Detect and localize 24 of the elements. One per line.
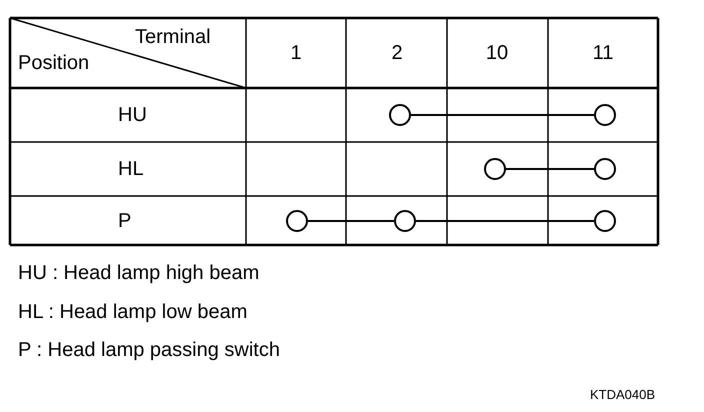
- column-number: 10: [486, 42, 508, 64]
- terminal-circle: [286, 210, 308, 232]
- legend-text: HU : Head lamp high beam: [18, 262, 260, 284]
- row-label: P: [118, 210, 132, 232]
- column-number: 11: [592, 42, 614, 64]
- legend-text: P : Head lamp passing switch: [18, 339, 280, 361]
- column-header: Terminal: [135, 26, 211, 48]
- terminal-circle: [594, 210, 616, 232]
- figure-code: KTDA040B: [590, 386, 656, 404]
- terminal-circle: [484, 158, 506, 180]
- terminal-circle: [594, 104, 616, 126]
- row-header: Position: [18, 52, 90, 74]
- connection-line: [411, 114, 594, 116]
- row-label: HU: [118, 104, 147, 126]
- column-number: 1: [290, 42, 302, 64]
- connection-line: [308, 220, 394, 222]
- column-number: 2: [391, 42, 403, 64]
- terminal-circle: [389, 104, 411, 126]
- connection-line: [416, 220, 594, 222]
- row-label: HL: [118, 158, 144, 180]
- terminal-circle: [394, 210, 416, 232]
- legend-text: HL : Head lamp low beam: [18, 301, 248, 323]
- connection-line: [506, 168, 594, 170]
- terminal-circle: [594, 158, 616, 180]
